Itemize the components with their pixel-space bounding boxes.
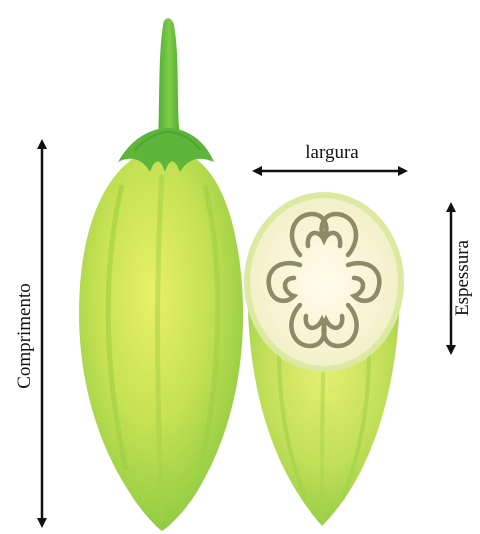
width-label: largura [305,142,359,163]
length-label: Comprimento [14,283,35,389]
fruit-stem [158,18,180,140]
cut-fruit [244,192,404,526]
whole-fruit [79,18,243,531]
thickness-label: Espessura [452,239,473,316]
